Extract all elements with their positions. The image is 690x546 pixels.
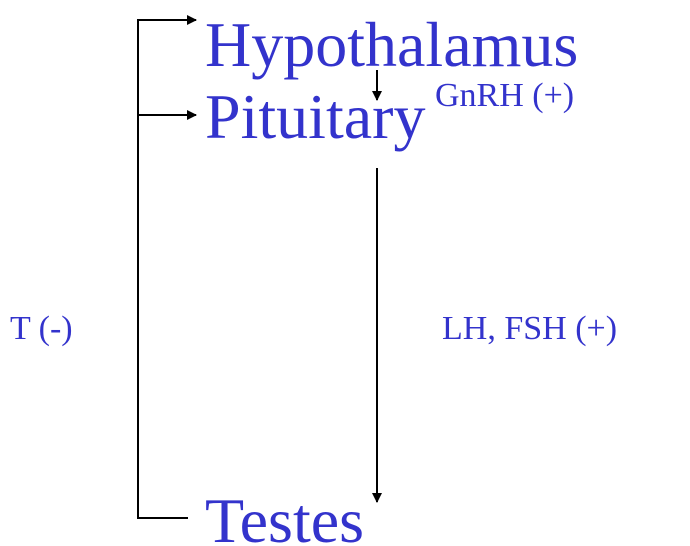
node-pituitary: Pituitary xyxy=(205,81,425,152)
label-lh-fsh: LH, FSH (+) xyxy=(442,310,617,347)
arrow-feedback-hypothalamus xyxy=(137,15,197,519)
node-hypothalamus: Hypothalamus xyxy=(205,9,578,80)
label-gnrh: GnRH (+) xyxy=(435,77,574,114)
node-testes: Testes xyxy=(205,485,364,546)
label-t-feedback: T (-) xyxy=(10,310,73,347)
